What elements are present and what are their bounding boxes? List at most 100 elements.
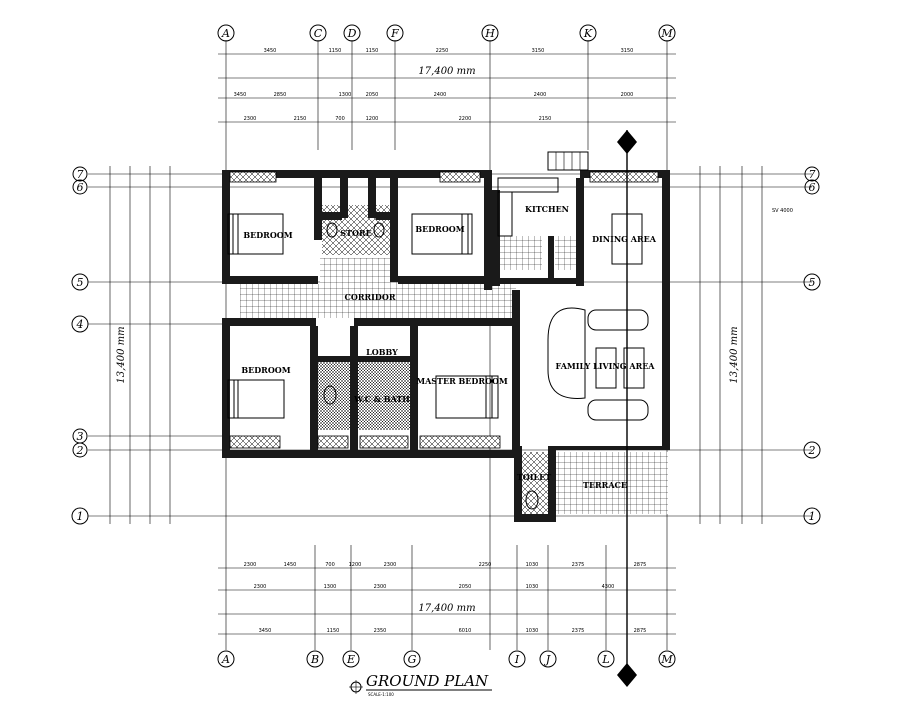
furniture	[227, 151, 649, 510]
grid-label-right: 7	[809, 168, 816, 181]
dim-label: 2300	[244, 116, 257, 122]
section-line	[617, 130, 637, 687]
dim-label: 6010	[459, 628, 472, 634]
overall-depth-right: 13,400 mm	[729, 326, 740, 383]
level-note: SV 4000	[772, 208, 793, 214]
dim-label: 2300	[254, 584, 267, 590]
grid-bubbles-bottom: A B E G I J L M	[217, 650, 676, 668]
room-label-bedroom-3: BEDROOM	[241, 365, 290, 375]
room-label-lobby: LOBBY	[366, 347, 398, 357]
dim-label: 2000	[621, 92, 634, 98]
dim-label: 2400	[534, 92, 547, 98]
scale-note: SCALE-1:100	[368, 692, 394, 697]
dim-label: 2875	[634, 562, 647, 568]
dim-label: 2375	[572, 628, 585, 634]
grid-label-right: 5	[809, 276, 816, 289]
grid-label-top: H	[484, 27, 495, 40]
dim-label: 1030	[526, 562, 539, 568]
room-label-corridor: CORRIDOR	[345, 292, 396, 302]
room-label-store: STORE	[340, 228, 371, 238]
dim-label: 2400	[434, 92, 447, 98]
windows	[229, 171, 659, 449]
dimension-lines-top: 17,400 mm 3450 1150 1150 2250 3150 3150 …	[218, 48, 676, 123]
grid-label-left: 5	[77, 276, 84, 289]
dim-label: 1030	[526, 584, 539, 590]
dim-label: 3150	[621, 48, 634, 54]
dim-label: 1150	[327, 628, 340, 634]
room-label-bedroom-2: BEDROOM	[415, 224, 464, 234]
grid-label-top: F	[390, 27, 399, 40]
grid-label-bottom: A	[221, 653, 230, 666]
overall-depth-left: 13,400 mm	[116, 326, 127, 383]
dim-label: 2250	[436, 48, 449, 54]
grid-label-right: 2	[808, 444, 816, 457]
room-label-kitchen: KITCHEN	[525, 204, 569, 214]
grid-label-top: K	[583, 27, 593, 40]
dim-label: 2875	[634, 628, 647, 634]
dimension-lines-bottom: 17,400 mm 2300 1450 700 1200 2300 2250 1…	[218, 562, 676, 635]
grid-label-top: M	[660, 27, 673, 40]
floor-finishes	[240, 205, 668, 514]
room-label-terrace: TERRACE	[583, 480, 627, 490]
dim-label: 3450	[234, 92, 247, 98]
grid-label-left: 3	[77, 430, 84, 443]
dimension-lines-sides: 13,400 mm 13,400 mm SV 4000	[109, 166, 793, 524]
grid-label-right: 6	[809, 181, 816, 194]
dim-label: 3450	[259, 628, 272, 634]
grid-bubbles-right: 7 6 5 2 1	[803, 166, 821, 525]
dim-label: 2850	[274, 92, 287, 98]
overall-width-bottom: 17,400 mm	[418, 603, 475, 614]
dim-label: 1300	[339, 92, 352, 98]
dim-label: 2300	[244, 562, 257, 568]
grid-label-bottom: I	[514, 653, 520, 666]
dim-label: 2200	[459, 116, 472, 122]
overall-width-top: 17,400 mm	[418, 66, 475, 77]
grid-label-bottom: B	[310, 653, 319, 666]
room-label-dining: DINING AREA	[592, 234, 657, 244]
grid-label-left: 2	[76, 444, 84, 457]
grid-bubbles-left: 7 6 5 4 3 2 1	[71, 166, 89, 525]
grid-label-left: 7	[77, 168, 84, 181]
dim-label: 2350	[374, 628, 387, 634]
room-label-master-bedroom: MASTER BEDROOM	[416, 376, 508, 386]
dim-label: 2250	[479, 562, 492, 568]
room-label-bedroom-1: BEDROOM	[243, 230, 292, 240]
dim-label: 2150	[539, 116, 552, 122]
room-labels: BEDROOM BEDROOM BEDROOM MASTER BEDROOM K…	[241, 204, 656, 490]
grid-label-left: 1	[77, 510, 84, 523]
grid-label-bottom: G	[408, 653, 417, 666]
grid-label-bottom: L	[601, 653, 609, 666]
grid-label-left: 4	[76, 318, 84, 331]
dim-label: 3150	[532, 48, 545, 54]
dim-label: 700	[335, 116, 345, 122]
dim-label: 3450	[264, 48, 277, 54]
dim-label: 2375	[572, 562, 585, 568]
room-label-family-living: FAMILY LIVING AREA	[555, 361, 655, 371]
dim-label: 1150	[366, 48, 379, 54]
room-label-wc-bath: W.C & BATH	[353, 394, 410, 404]
drawing-title: GROUND PLAN SCALE-1:100	[349, 672, 492, 697]
grid-label-bottom: J	[544, 653, 551, 666]
grid-label-left: 6	[77, 181, 84, 194]
grid-label-top: C	[314, 27, 323, 40]
dim-label: 2050	[459, 584, 472, 590]
dim-label: 1150	[329, 48, 342, 54]
grid-label-bottom: E	[346, 653, 355, 666]
grid-label-top: D	[347, 27, 357, 40]
plan-title: GROUND PLAN	[366, 672, 489, 690]
grid-bubbles-top: A C D F H K M	[217, 24, 676, 42]
grid-lines-vertical	[225, 40, 668, 650]
dim-label: 1300	[324, 584, 337, 590]
dim-label: 1200	[366, 116, 379, 122]
dim-label: 700	[325, 562, 335, 568]
dim-label: 2050	[366, 92, 379, 98]
dim-label: 1450	[284, 562, 297, 568]
dim-label: 2150	[294, 116, 307, 122]
grid-label-top: A	[221, 27, 230, 40]
dim-label: 4300	[602, 584, 615, 590]
grid-label-bottom: M	[660, 653, 673, 666]
dim-label: 1030	[526, 628, 539, 634]
room-label-toilet: TOILET	[517, 472, 551, 482]
dim-label: 2300	[374, 584, 387, 590]
